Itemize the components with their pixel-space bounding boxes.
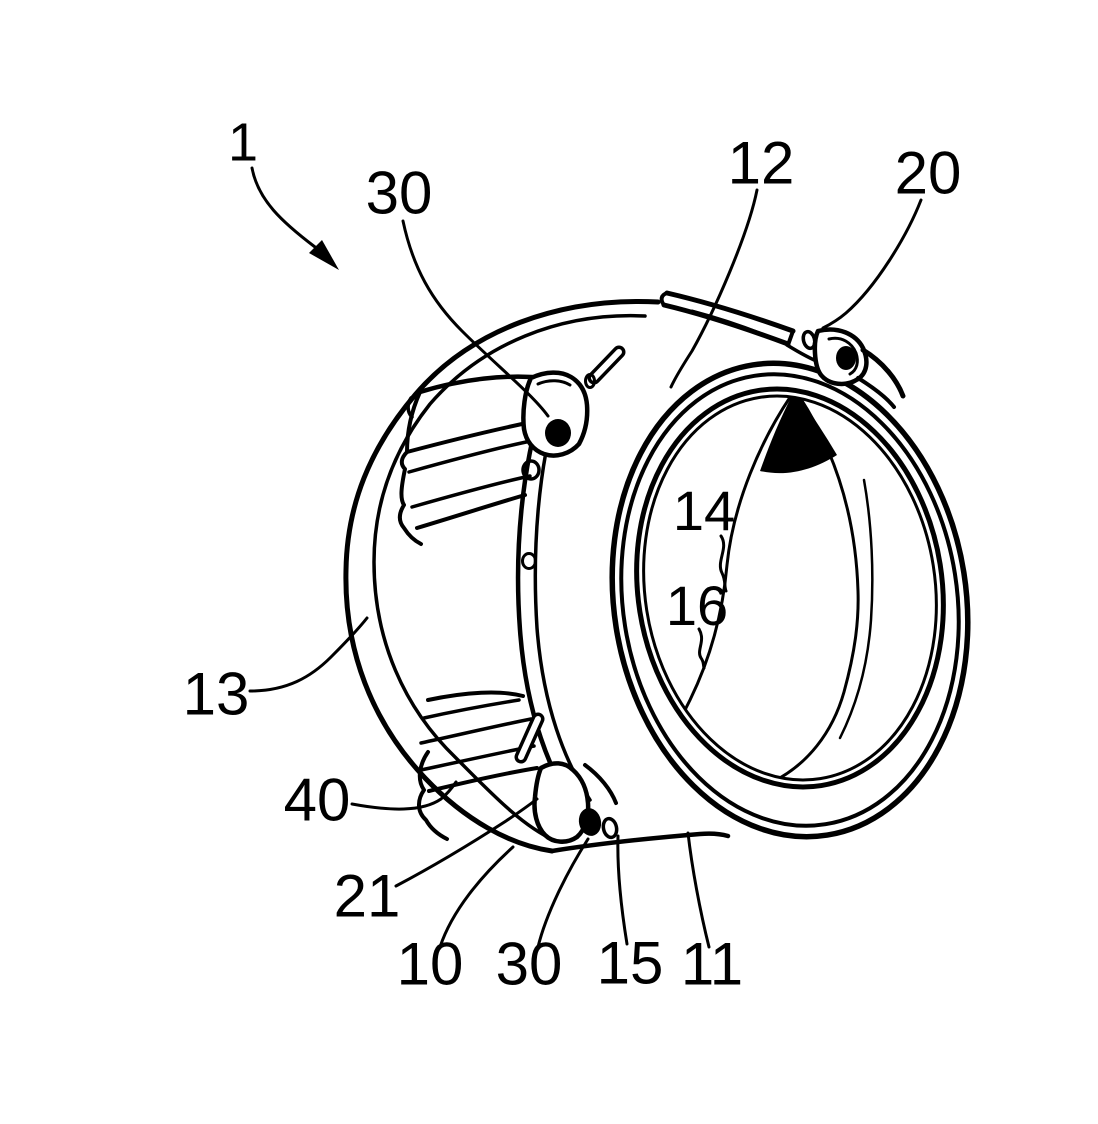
front-rim-second-ellipse <box>619 372 961 828</box>
leader-line-13 <box>248 616 369 693</box>
leader-line-12 <box>669 188 759 389</box>
ref-label-40: 40 <box>284 767 351 834</box>
leader-line-30-bottom <box>536 837 590 949</box>
bore-rim-outer-ellipse <box>634 386 946 790</box>
tab-inner-line <box>690 309 788 346</box>
ref-label-14: 14 <box>673 479 735 542</box>
stator-assembly-drawing <box>343 290 971 854</box>
upper-pad-rib-line <box>405 418 543 454</box>
upper-lug-inner-line <box>536 379 572 387</box>
rear-shell-outer-edge <box>343 299 661 854</box>
ref-label-20: 20 <box>895 140 962 207</box>
bolt-hole-small <box>521 459 541 481</box>
housing-bottom-lip <box>549 831 731 854</box>
upper-lug-hole <box>545 419 571 447</box>
upper-pad-rib-line <box>415 493 527 530</box>
rear-shell <box>343 299 731 854</box>
arrowhead-1 <box>309 240 339 270</box>
lower-small-hole <box>601 816 619 840</box>
lower-pad-rib-line <box>419 717 533 745</box>
ref-label-10: 10 <box>397 931 464 998</box>
upper-lug-outline <box>521 370 590 458</box>
leader-line-14 <box>718 534 728 593</box>
upper-lug-hole-highlight <box>548 422 560 434</box>
ref-label-12: 12 <box>728 130 795 197</box>
leader-line-16 <box>697 627 706 670</box>
ref-label-30-bottom: 30 <box>496 931 563 998</box>
top-mounting-tab <box>659 290 823 365</box>
rear-shell-inner-edge <box>372 313 647 842</box>
ref-label-11: 11 <box>681 931 743 998</box>
ref-label-15: 15 <box>597 930 664 997</box>
leader-line-21 <box>394 797 539 888</box>
right-mounting-boss <box>801 327 906 409</box>
upper-mounting-lug <box>521 345 626 570</box>
boss-flap-inner <box>856 376 896 409</box>
boss-flap-outer <box>860 347 906 399</box>
bore-rim-inner-ellipse <box>642 394 938 782</box>
lower-pad-rib-line <box>422 698 521 720</box>
lower-pad-rib-line <box>427 766 539 793</box>
ref-label-30-top: 30 <box>366 160 433 227</box>
upper-slot-inner <box>591 349 622 381</box>
lower-rib-pad <box>417 690 545 841</box>
upper-pad-left-edge <box>397 390 423 546</box>
ref-label-21: 21 <box>334 863 401 930</box>
leader-line-10 <box>438 845 515 949</box>
front-rim-outer-ellipse <box>609 360 971 840</box>
tab-top-edge <box>664 290 796 334</box>
upper-pad-rib-line <box>410 474 532 509</box>
boss-inner-arc <box>827 336 859 376</box>
leader-line-40 <box>350 780 458 811</box>
flange-edge-inner <box>533 400 592 802</box>
lower-lug-hole-highlight <box>582 810 592 822</box>
bolt-hole-small <box>521 552 537 570</box>
tab-right-edge <box>786 329 795 347</box>
ref-label-16: 16 <box>666 574 728 637</box>
upper-slot-end-hole <box>584 373 596 389</box>
lower-lug-outline <box>532 761 591 844</box>
lower-mounting-lug <box>532 761 619 844</box>
lower-slot-inner <box>518 716 541 760</box>
leader-line-1 <box>250 166 317 249</box>
upper-pad-notch <box>406 396 414 419</box>
ref-label-1: 1 <box>228 112 258 172</box>
teeth-band-dark-wedge <box>760 390 837 474</box>
leader-line-15 <box>616 834 629 946</box>
front-rim <box>609 360 971 840</box>
rear-bore-edge-arc <box>838 478 874 740</box>
lower-pad-top-edge <box>426 690 525 702</box>
lower-pad-left-edge <box>417 750 449 841</box>
upper-pad-rib-line <box>407 438 538 474</box>
leader-line-20 <box>821 198 923 330</box>
boss-hole-highlight <box>839 349 847 359</box>
lower-lug-hole <box>578 808 602 836</box>
ref-label-13: 13 <box>183 661 250 728</box>
lower-lug-flap <box>583 763 618 805</box>
boss-hole <box>836 346 856 370</box>
leader-line-11 <box>686 831 711 949</box>
leader-line-30-top <box>401 219 550 418</box>
